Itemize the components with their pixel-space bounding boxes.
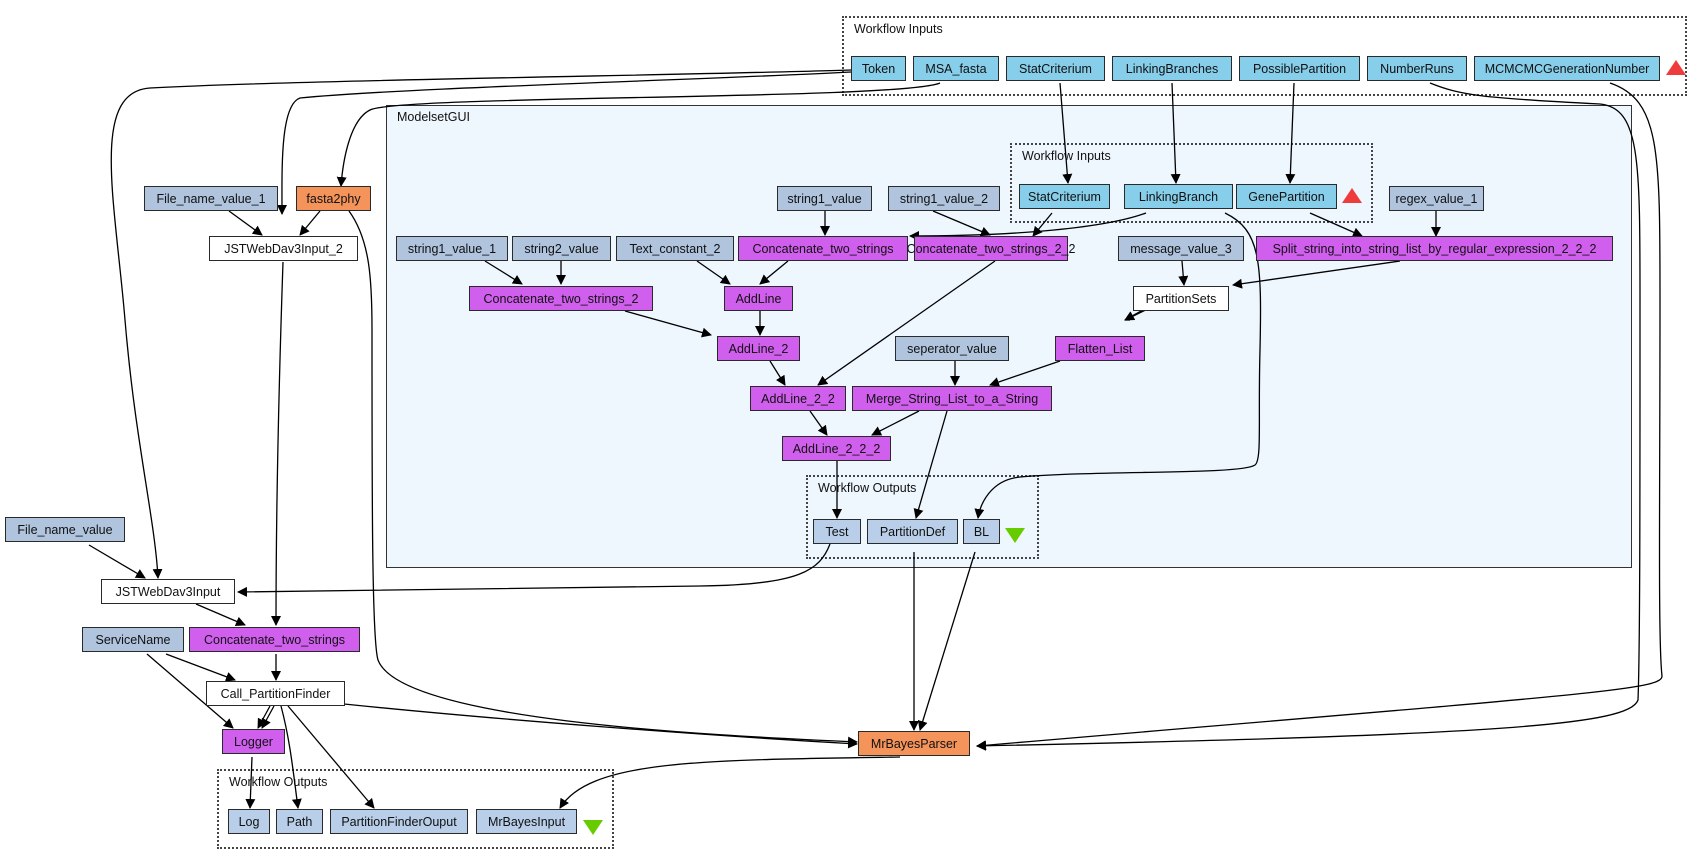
inner-output-partitiondef[interactable]: PartitionDef — [867, 519, 958, 544]
node-concatenate-two-strings-inner[interactable]: Concatenate_two_strings — [738, 236, 908, 261]
input-token[interactable]: Token — [851, 56, 906, 81]
cluster-inner-workflow-inputs: Workflow Inputs — [1010, 143, 1373, 223]
edge — [917, 551, 976, 731]
const-seperator-value[interactable]: seperator_value — [895, 336, 1009, 361]
input-statcriterium[interactable]: StatCriterium — [1006, 56, 1105, 81]
input-linkingbranches[interactable]: LinkingBranches — [1112, 56, 1232, 81]
edge — [165, 653, 236, 682]
edge — [271, 261, 284, 626]
const-text-constant-2[interactable]: Text_constant_2 — [616, 236, 734, 261]
const-servicename[interactable]: ServiceName — [82, 627, 184, 652]
cluster-inner-workflow-outputs: Workflow Outputs — [806, 475, 1039, 559]
inner-outputs-marker-icon — [1005, 528, 1025, 543]
workflow-outputs-marker-icon — [583, 820, 603, 835]
input-mcmcmcgenerationnumber[interactable]: MCMCMCGenerationNumber — [1474, 56, 1660, 81]
cluster-label: Workflow Inputs — [854, 22, 943, 36]
edge — [195, 603, 246, 627]
cluster-label: Workflow Outputs — [229, 775, 328, 789]
output-mrbayesinput[interactable]: MrBayesInput — [476, 809, 577, 834]
workflow-inputs-marker-icon — [1666, 60, 1686, 75]
inner-input-statcriterium[interactable]: StatCriterium — [1019, 184, 1110, 209]
node-mrbayesparser[interactable]: MrBayesParser — [858, 731, 970, 756]
cluster-label: ModelsetGUI — [397, 110, 470, 124]
inner-input-genepartition[interactable]: GenePartition — [1236, 184, 1337, 209]
const-file-name-value-1[interactable]: File_name_value_1 — [144, 186, 278, 211]
edge — [257, 705, 271, 729]
node-split-string-regex[interactable]: Split_string_into_string_list_by_regular… — [1256, 236, 1613, 261]
node-addline[interactable]: AddLine — [724, 286, 793, 311]
input-msa-fasta[interactable]: MSA_fasta — [913, 56, 999, 81]
node-call-partitionfinder[interactable]: Call_PartitionFinder — [206, 681, 345, 706]
node-addline-2[interactable]: AddLine_2 — [717, 336, 800, 361]
const-string2-value[interactable]: string2_value — [512, 236, 611, 261]
inner-output-test[interactable]: Test — [813, 519, 861, 544]
node-logger[interactable]: Logger — [222, 729, 285, 754]
inner-output-bl[interactable]: BL — [963, 519, 1000, 544]
node-addline-2-2-2[interactable]: AddLine_2_2_2 — [782, 436, 891, 461]
output-log[interactable]: Log — [228, 809, 270, 834]
edge — [299, 210, 321, 236]
output-path[interactable]: Path — [276, 809, 323, 834]
inner-inputs-marker-icon — [1342, 188, 1362, 203]
const-regex-value-1[interactable]: regex_value_1 — [1389, 186, 1484, 211]
node-partitionsets[interactable]: PartitionSets — [1133, 286, 1229, 311]
node-flatten-list[interactable]: Flatten_List — [1055, 336, 1145, 361]
cluster-label: Workflow Inputs — [1022, 149, 1111, 163]
const-string1-value-1[interactable]: string1_value_1 — [396, 236, 508, 261]
node-concatenate-two-strings-2[interactable]: Concatenate_two_strings_2 — [469, 286, 653, 311]
edge — [343, 703, 858, 749]
output-partitionfinderouput[interactable]: PartitionFinderOuput — [330, 809, 468, 834]
const-file-name-value[interactable]: File_name_value — [5, 517, 125, 542]
const-string1-value[interactable]: string1_value — [777, 186, 872, 211]
edge — [228, 210, 263, 236]
cluster-label: Workflow Outputs — [818, 481, 917, 495]
node-concatenate-two-strings-2-2[interactable]: Concatenate_two_strings_2_2 — [907, 236, 1075, 261]
node-jstwebdav3input[interactable]: JSTWebDav3Input — [101, 579, 235, 604]
node-fasta2phy[interactable]: fasta2phy — [296, 186, 371, 211]
inner-input-linkingbranch[interactable]: LinkingBranch — [1124, 184, 1233, 209]
node-jstwebdav3input-2[interactable]: JSTWebDav3Input_2 — [209, 236, 358, 261]
node-concatenate-two-strings-outer[interactable]: Concatenate_two_strings — [189, 627, 360, 652]
edge — [261, 705, 275, 729]
input-numberruns[interactable]: NumberRuns — [1367, 56, 1467, 81]
input-possiblepartition[interactable]: PossiblePartition — [1239, 56, 1360, 81]
const-message-value-3[interactable]: message_value_3 — [1118, 236, 1244, 261]
node-addline-2-2[interactable]: AddLine_2_2 — [750, 386, 846, 411]
node-merge-string-list[interactable]: Merge_String_List_to_a_String — [852, 386, 1052, 411]
edge — [88, 544, 146, 579]
const-string1-value-2[interactable]: string1_value_2 — [888, 186, 1000, 211]
